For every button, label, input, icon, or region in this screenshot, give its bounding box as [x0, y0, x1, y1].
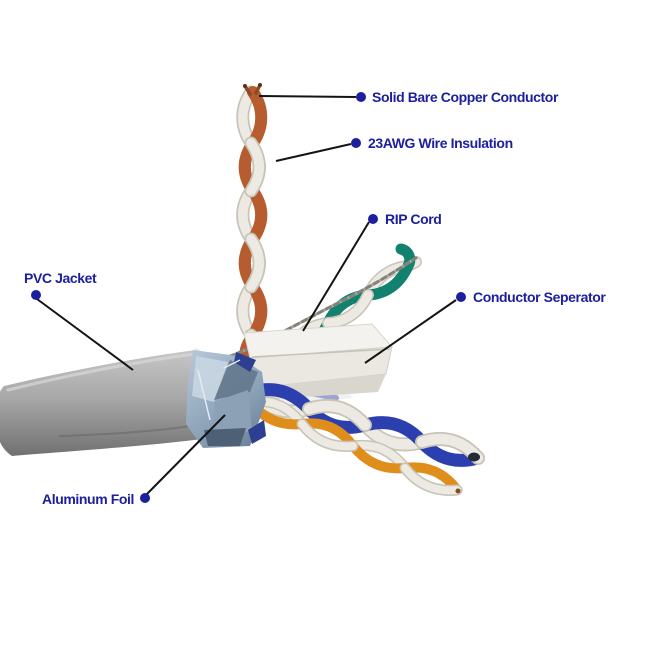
amber-white-pair-graphic: [244, 395, 463, 496]
twist-overlap: [246, 234, 264, 292]
label-aluminum-foil: Aluminum Foil: [42, 491, 135, 507]
copper-tip-end: [243, 84, 247, 88]
twist-overlap: [401, 464, 461, 495]
label-pvc-jacket: PVC Jacket: [24, 270, 97, 286]
bare-copper-tips-graphic: [243, 83, 262, 96]
pvc-jacket-highlight: [6, 352, 196, 392]
label-solid-bare-copper-conductor: Solid Bare Copper Conductor: [372, 89, 558, 105]
leader-line-insulation: [275, 143, 352, 162]
aluminum-foil-graphic: [186, 350, 266, 448]
twist-overlap: [246, 138, 264, 196]
foil-facet-bottom: [204, 428, 246, 446]
copper-tip-end: [258, 83, 262, 87]
leader-line-foil: [145, 414, 226, 496]
foil-blue-patch: [248, 420, 266, 444]
rip-cord-graphic: [210, 256, 418, 364]
bullet-copper: [356, 92, 366, 102]
leader-line-copper: [258, 95, 357, 98]
pvc-jacket-graphic: [0, 348, 216, 456]
bullet-separator: [456, 292, 466, 302]
bullet-insulation: [351, 138, 361, 148]
label-rip-cord: RIP Cord: [385, 211, 442, 227]
bullet-foil: [140, 493, 150, 503]
twist-overlap: [303, 400, 371, 431]
pvc-jacket-body: [0, 350, 216, 456]
foil-blue-patch: [234, 352, 256, 372]
amber-copper-tip: [455, 488, 461, 494]
label-bullets: [31, 92, 466, 503]
leader-line-separator: [364, 299, 457, 364]
leader-line-ripcord: [302, 221, 370, 332]
separator-crease: [251, 348, 391, 358]
bullet-ripcord: [368, 214, 378, 224]
foil-sparkle: [197, 359, 241, 421]
label-23awg-wire-insulation: 23AWG Wire Insulation: [368, 135, 513, 151]
twist-overlap: [323, 290, 373, 328]
label-conductor-seperator: Conductor Seperator: [473, 289, 606, 305]
foil-facet-mid: [214, 390, 252, 432]
blue-wire-cut-end: [468, 452, 480, 462]
twist-overlap: [298, 420, 357, 451]
leader-line-jacket: [36, 298, 134, 371]
conductor-separator-graphic: [243, 323, 394, 400]
foil-facet-light: [192, 356, 228, 402]
rip-cord-twist: [210, 256, 418, 364]
bullet-jacket: [31, 290, 41, 300]
leader-lines: [36, 95, 457, 496]
